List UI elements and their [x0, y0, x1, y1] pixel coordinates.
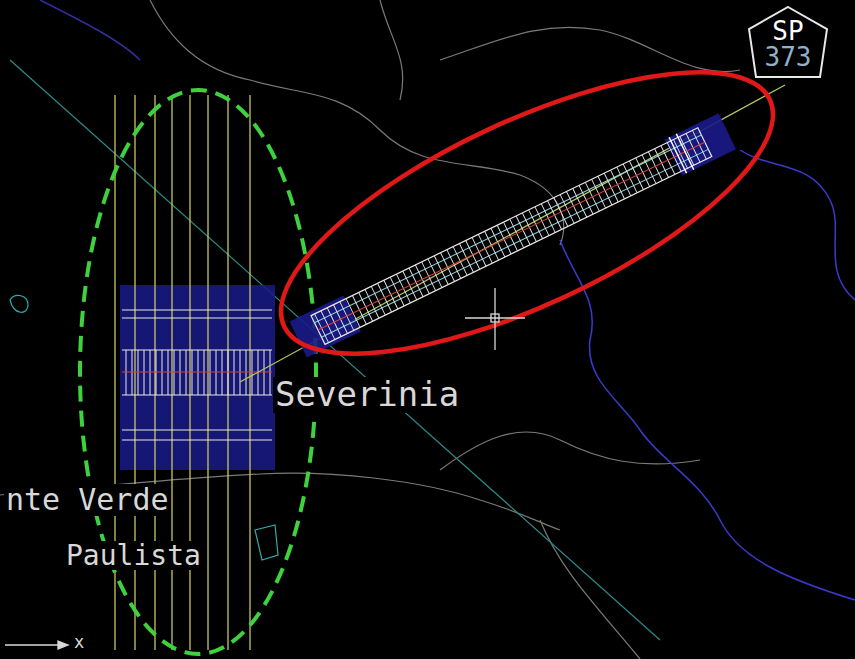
town-name: nte Verde: [4, 484, 171, 516]
road-line: [0, 473, 560, 530]
lake-outline: [255, 525, 278, 560]
boundary-line: [440, 27, 740, 71]
road-shield: SP373: [748, 6, 828, 78]
river-line: [560, 240, 855, 600]
boundary-line: [380, 0, 403, 100]
boundary-line: [440, 432, 700, 470]
lake-outline: [10, 295, 28, 312]
highway-line: [10, 60, 660, 640]
town-name: Severinia: [273, 377, 461, 413]
axis-label: x: [72, 634, 86, 652]
river-line: [40, 0, 140, 60]
river-line: [740, 150, 855, 300]
shield-prefix: SP: [752, 18, 824, 44]
axis-line: [240, 85, 785, 382]
cad-crosshair: [465, 288, 525, 350]
boundary-line: [540, 520, 640, 659]
road-number: 373: [752, 44, 824, 70]
town-name: Paulista: [64, 541, 203, 570]
option-ellipse: [245, 16, 809, 409]
axis-arrow: [5, 641, 68, 649]
